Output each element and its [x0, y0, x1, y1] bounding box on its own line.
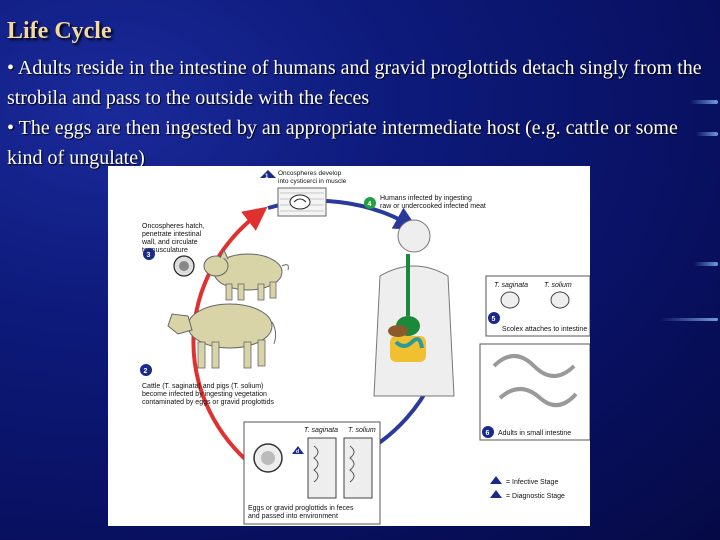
svg-text:wall, and circulate: wall, and circulate: [141, 239, 198, 246]
svg-text:2: 2: [144, 368, 148, 375]
legend-diagnostic-label: = Diagnostic Stage: [506, 493, 565, 500]
svg-text:and passed into environment: and passed into environment: [248, 513, 338, 520]
pig-illustration: [203, 248, 289, 301]
step-5-label: Scolex attaches to intestine: [502, 326, 587, 333]
svg-text:to musculature: to musculature: [142, 247, 188, 254]
svg-text:become infected by ingesting v: become infected by ingesting vegetation: [142, 391, 267, 398]
decor-streak: [690, 100, 718, 104]
svg-text:6: 6: [486, 430, 490, 437]
step-d-label: Eggs or gravid proglottids in feces: [248, 505, 354, 512]
t-solium-label-1: T. solium: [544, 282, 572, 289]
step-4-label: Humans infected by ingesting: [380, 195, 472, 202]
svg-text:4: 4: [368, 201, 372, 208]
step-d-badge: [292, 446, 304, 454]
decor-streak: [696, 132, 718, 136]
step-4-badge: [364, 197, 376, 209]
legend-infective-icon: [490, 476, 502, 484]
proglottid-solium: [343, 437, 373, 499]
cow-illustration: [167, 303, 277, 369]
step-5-badge: [488, 312, 500, 324]
step-3-label: Oncospheres hatch,: [142, 223, 205, 230]
step-1-badge: 1: [260, 170, 276, 180]
human-illustration: [373, 219, 455, 397]
step-6-badge: [482, 426, 494, 438]
step-6-label: Adults in small intestine: [498, 430, 571, 437]
bullet-list: • Adults reside in the intestine of huma…: [7, 53, 712, 173]
slide-title: Life Cycle: [7, 18, 112, 44]
svg-text:raw or undercooked infected me: raw or undercooked infected meat: [380, 203, 486, 210]
svg-text:5: 5: [492, 316, 496, 323]
svg-text:penetrate intestinal: penetrate intestinal: [142, 231, 202, 238]
t-solium-label-2: T. solium: [348, 427, 376, 434]
legend-diagnostic-icon: [490, 490, 502, 498]
cycle-arrow-red: [191, 206, 268, 468]
svg-text:1: 1: [265, 174, 269, 180]
bullet-item: • Adults reside in the intestine of huma…: [7, 57, 702, 109]
svg-text:into cysticerci in muscle: into cysticerci in muscle: [278, 178, 347, 185]
step-3-badge: [143, 248, 155, 260]
legend-infective-label: = Infective Stage: [506, 479, 558, 486]
decor-streak: [660, 318, 718, 321]
decor-streak: [694, 262, 718, 266]
proglottid-saginata: [307, 437, 337, 499]
svg-text:contaminated by eggs or gravid: contaminated by eggs or gravid proglotti…: [142, 399, 274, 406]
bullet-item: • The eggs are then ingested by an appro…: [7, 117, 678, 169]
svg-text:d: d: [296, 449, 299, 455]
step-1-label: Oncospheres develop: [278, 170, 342, 177]
t-saginata-label-1: T. saginata: [494, 282, 528, 289]
step-2-badge: [140, 364, 152, 376]
life-cycle-diagram: 1 Oncospheres develop into cysticerci in…: [108, 166, 590, 526]
t-saginata-label-2: T. saginata: [304, 427, 338, 434]
step-2-label: Cattle (T. saginata) and pigs (T. solium…: [142, 383, 263, 390]
svg-text:3: 3: [147, 252, 151, 259]
